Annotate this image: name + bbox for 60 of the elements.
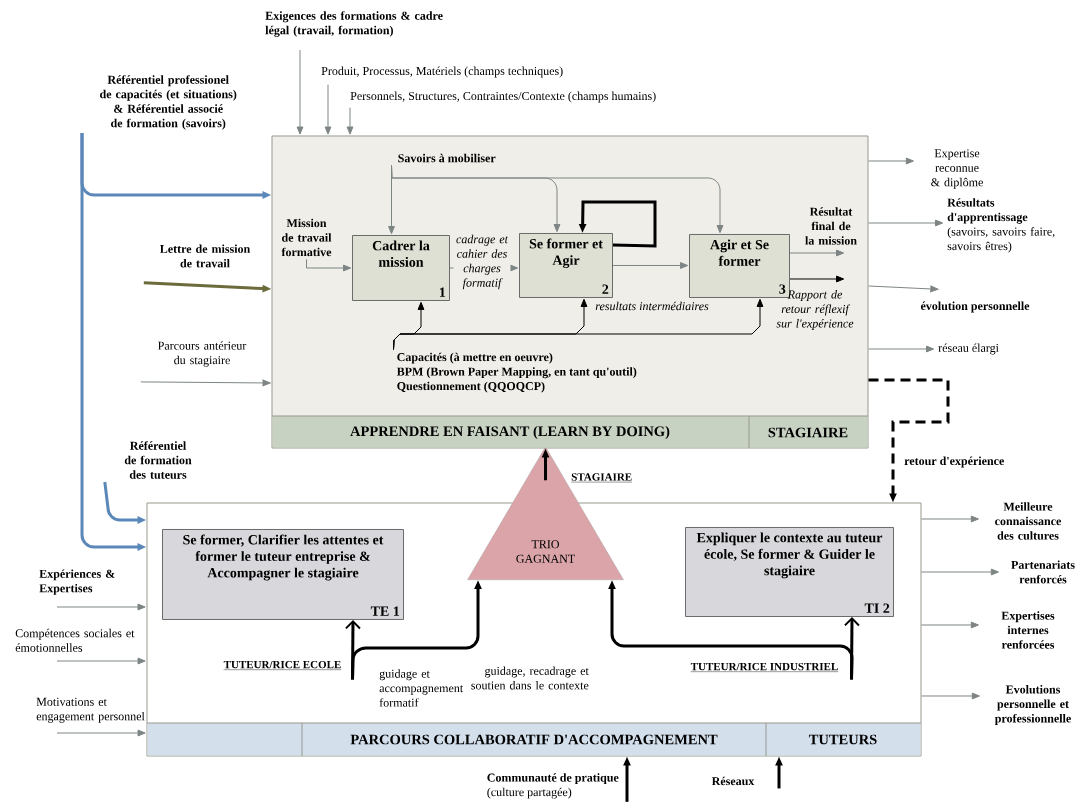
edge-label: resultats intermédiaires — [595, 301, 709, 311]
arrow — [921, 568, 999, 576]
arrow — [921, 692, 980, 700]
arrow — [612, 262, 689, 269]
band-title: PARCOURS COLLABORATIF D'ACCOMPAGNEMENT — [350, 734, 718, 745]
process-box: Se former et Agir 2 — [519, 233, 613, 298]
band-title: STAGIAIRE — [768, 427, 848, 438]
role-label: TUTEUR/RICE ECOLE — [223, 660, 342, 670]
edge-label: retour d'expérience — [904, 456, 1004, 468]
arrow — [56, 657, 146, 665]
arrow — [140, 379, 271, 387]
edge-label: cadrage et cahier des charges formatif — [453, 233, 511, 291]
arrow — [921, 621, 979, 629]
band-title: APPRENDRE EN FAISANT (LEARN BY DOING) — [350, 425, 670, 440]
edge-label: Résultat final de la mission — [805, 207, 857, 245]
input-label: Produit, Processus, Matériels (champs techniques) — [321, 66, 563, 78]
band-title: TUTEURS — [809, 734, 877, 745]
input-label: Expériences & Expertises — [39, 569, 115, 595]
input-label: Parcours antérieur du stagiaire — [158, 341, 247, 367]
output-label: Partenariats renforcés — [1011, 560, 1075, 584]
output-label: Résultats d'apprentissage (savoirs, savoirs faire, savoirs êtres) — [947, 198, 1055, 253]
output-label: évolution personnelle — [920, 301, 1030, 313]
output-label: Expertise reconnue & diplôme — [931, 149, 983, 189]
input-label: Référentiel de formation des tuteurs — [124, 441, 192, 479]
arrow — [789, 275, 845, 283]
input-label: Compétences sociales et émotionnelles — [15, 628, 135, 652]
process-box: Cadrer la mission 1 — [352, 235, 450, 301]
arrow — [868, 345, 935, 353]
arrow — [921, 515, 979, 523]
output-label: Expertises internes renforcées — [1001, 611, 1055, 649]
arrow — [868, 285, 939, 293]
output-label: Evolutions personnelle et professionnelle — [994, 685, 1071, 725]
input-label: Exigences des formations & cadre légal (travail, formation) — [265, 11, 443, 37]
edge-label: guidage, recadrage et soutien dans le contexte — [471, 666, 589, 690]
activity-box: Se former, Clarifier les attentes et former le tuteur entreprise & Accompagner le stagiaire TE 1 — [162, 529, 404, 620]
edge-label: guidage et accompagnement formatif — [379, 669, 464, 707]
arrow — [324, 84, 332, 135]
arrow — [346, 107, 354, 135]
arrow — [393, 298, 764, 350]
input-label: Savoirs à mobiliser — [398, 153, 496, 163]
input-label: Référentiel professionel de capacités (et situations) & Référentiel associé de formation (savoirs) — [100, 75, 237, 130]
input-label: Motivations et engagement personnel — [36, 697, 145, 723]
arrow — [789, 249, 845, 257]
arrow — [56, 729, 146, 737]
arrow — [868, 219, 944, 227]
input-label: Mission de travail formative — [281, 218, 332, 257]
arrow — [306, 258, 352, 272]
input-label: Personnels, Structures, Contraintes/Contexte (champs humains) — [350, 91, 656, 103]
arrow — [296, 49, 304, 135]
input-label: Communauté de pratique (culture partagée) — [487, 773, 619, 799]
activity-box: Expliquer le contexte au tuteur école, Se former & Guider le stagiaire TI 2 — [685, 527, 894, 617]
output-label: réseau élargi — [938, 343, 999, 355]
output-label: Meilleure connaissance des cultures — [995, 502, 1062, 540]
role-label: TUTEUR/RICE INDUSTRIEL — [690, 662, 839, 672]
resource-list: Capacités (à mettre en oeuvre) BPM (Brown Paper Mapping, en tant qu'outil) Questionnement (QQOQCP) — [396, 352, 637, 393]
input-label: Réseaux — [711, 776, 755, 786]
input-label: Lettre de mission de travail — [160, 244, 251, 268]
arrow — [868, 157, 914, 165]
arrow — [56, 603, 146, 611]
arrow — [391, 165, 724, 234]
